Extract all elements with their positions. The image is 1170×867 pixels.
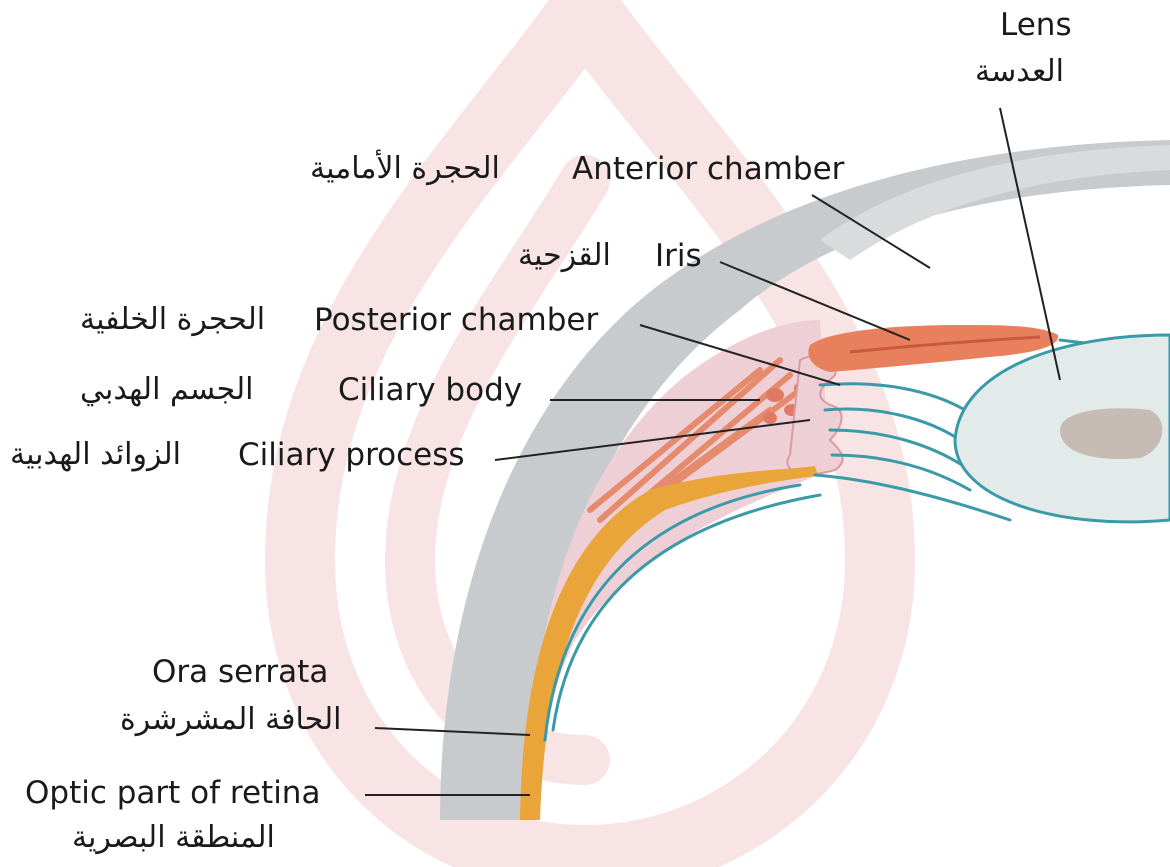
label-ciliary-body-ar: الجسم الهدبي xyxy=(80,375,254,405)
label-ciliary-process-ar: الزوائد الهدبية xyxy=(10,440,181,470)
label-lens-en: Lens xyxy=(1000,10,1072,41)
optic-retina-tip xyxy=(522,740,540,820)
label-posterior-chamber-ar: الحجرة الخلفية xyxy=(80,305,265,335)
label-posterior-chamber-en: Posterior chamber xyxy=(314,305,598,336)
label-lens-ar: العدسة xyxy=(975,57,1064,87)
label-iris-ar: القزحية xyxy=(518,241,611,271)
label-ciliary-process-en: Ciliary process xyxy=(238,440,465,471)
label-optic-retina-en: Optic part of retina xyxy=(25,778,320,809)
label-optic-retina-ar: المنطقة البصرية xyxy=(72,823,275,853)
label-anterior-chamber-en: Anterior chamber xyxy=(572,154,844,185)
label-ora-serrata-ar: الحافة المشرشرة xyxy=(120,705,341,735)
label-iris-en: Iris xyxy=(655,241,702,272)
label-ciliary-body-en: Ciliary body xyxy=(338,375,522,406)
label-anterior-chamber-ar: الحجرة الأمامية xyxy=(310,154,500,184)
label-ora-serrata-en: Ora serrata xyxy=(152,657,328,688)
